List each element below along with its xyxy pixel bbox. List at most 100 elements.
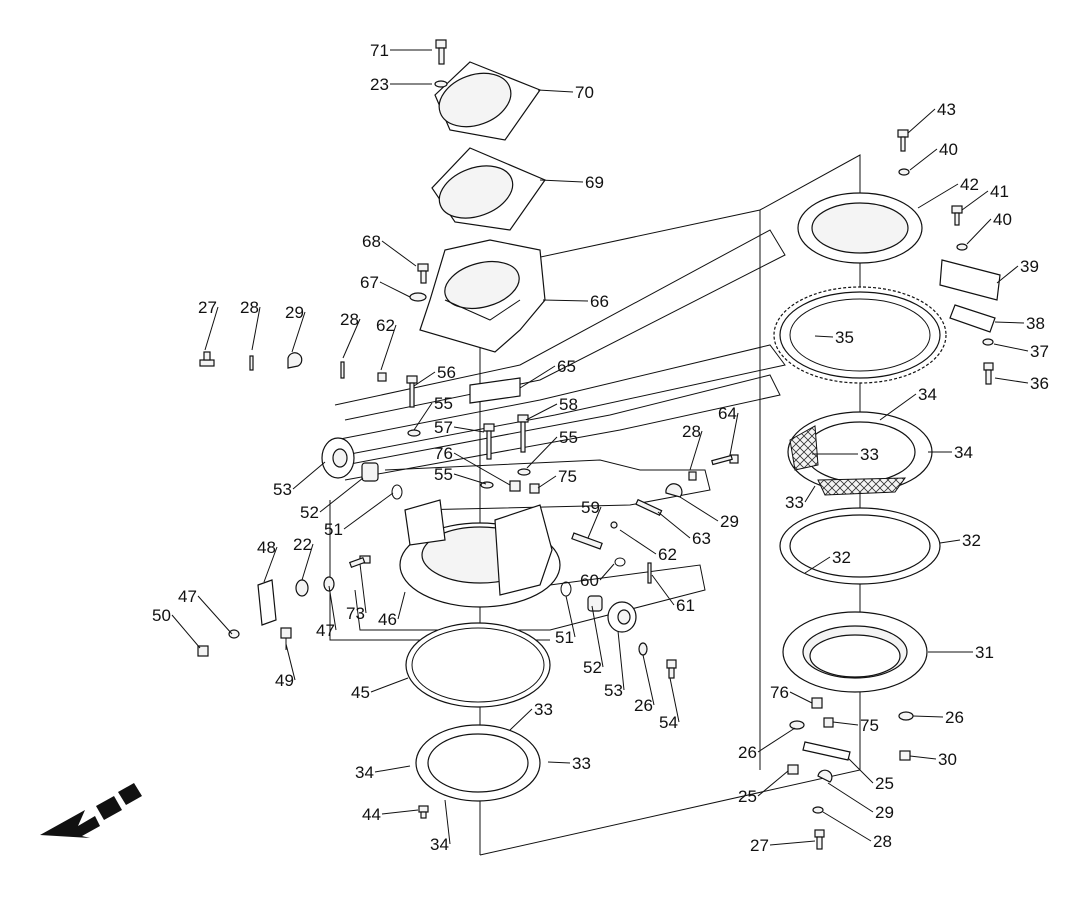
callout-leader-54: [669, 677, 680, 723]
callout-leader-40: [966, 218, 992, 245]
callout-label-55: 55: [434, 394, 453, 413]
callout-label-29: 29: [720, 512, 739, 531]
bushing-52-left: [361, 462, 379, 482]
callout-leader-47: [328, 585, 337, 631]
callout-label-40: 40: [939, 140, 958, 159]
callout-label-32: 32: [962, 531, 981, 550]
callout-label-33: 33: [785, 493, 804, 512]
callout-leader-62: [619, 529, 657, 555]
nut-25-right: [899, 750, 911, 761]
callout-leader-33: [547, 761, 571, 764]
callout-leader-60: [599, 563, 615, 581]
callout-leader-29: [827, 782, 874, 813]
bracket-65: [469, 377, 521, 404]
callout-label-76: 76: [770, 683, 789, 702]
callout-label-70: 70: [575, 83, 594, 102]
bracket-30: [802, 741, 851, 761]
bolt-73: [348, 555, 371, 568]
segment-ring-lower-left: [415, 724, 541, 802]
callout-leader-45: [370, 677, 409, 693]
callout-label-34: 34: [918, 385, 937, 404]
callout-leader-28: [342, 318, 361, 359]
callout-label-33: 33: [534, 700, 553, 719]
callout-leader-70: [537, 89, 574, 93]
callout-label-52: 52: [300, 503, 319, 522]
callout-label-62: 62: [376, 316, 395, 335]
callout-label-27: 27: [198, 298, 217, 317]
callout-label-40: 40: [993, 210, 1012, 229]
callout-label-58: 58: [559, 395, 578, 414]
callout-label-26: 26: [738, 743, 757, 762]
ring-60: [614, 557, 626, 567]
callout-label-68: 68: [362, 232, 381, 251]
cover-48: [257, 579, 277, 626]
callout-label-22: 22: [293, 535, 312, 554]
callout-leader-55: [526, 436, 558, 469]
washer-55-b: [517, 468, 531, 476]
callout-label-37: 37: [1030, 342, 1049, 361]
bushing-52-mid: [587, 595, 603, 612]
ring-45: [405, 622, 551, 708]
callout-leader-56: [413, 371, 436, 387]
callout-label-44: 44: [362, 805, 381, 824]
callout-leader-69: [539, 179, 584, 183]
pin-59: [571, 532, 603, 550]
callout-leader-36: [994, 377, 1029, 384]
callout-label-38: 38: [1026, 314, 1045, 333]
callout-label-34: 34: [954, 443, 973, 462]
callout-leader-67: [379, 281, 411, 298]
callout-leader-68: [381, 240, 417, 267]
callout-leader-28: [689, 430, 703, 471]
callout-label-61: 61: [676, 596, 695, 615]
callout-leader-46: [397, 591, 406, 620]
fitting-76-bottom: [811, 697, 823, 709]
callout-label-23: 23: [370, 75, 389, 94]
bolt-27-left: [199, 351, 215, 367]
pin-63: [635, 498, 663, 517]
callout-label-32: 32: [832, 548, 851, 567]
bolt-41: [951, 205, 963, 226]
bolt-54: [666, 659, 677, 679]
callout-label-26: 26: [634, 696, 653, 715]
ring-51-left: [391, 484, 403, 500]
callout-leader-22: [301, 543, 314, 581]
callout-leader-43: [907, 108, 936, 134]
callout-leader-34: [374, 765, 411, 773]
callout-leader-59: [587, 506, 602, 539]
assembly-frame-lines: [329, 154, 861, 856]
segment-ring-upper-right: [787, 411, 933, 496]
callout-label-36: 36: [1030, 374, 1049, 393]
callout-leader-30: [909, 755, 937, 760]
callout-label-28: 28: [240, 298, 259, 317]
callout-label-52: 52: [583, 658, 602, 677]
flange-bearing-53-mid: [607, 601, 637, 633]
nut-25-left: [787, 764, 799, 775]
ring-51-mid: [560, 581, 572, 597]
callout-label-31: 31: [975, 643, 994, 662]
bolt-36: [983, 362, 994, 385]
callout-label-64: 64: [718, 404, 737, 423]
washer-37: [982, 338, 994, 346]
callout-label-55: 55: [559, 428, 578, 447]
callout-label-28: 28: [340, 310, 359, 329]
clamp-29-mid: [665, 483, 683, 498]
callout-label-62: 62: [658, 545, 677, 564]
washer-26-mid: [638, 642, 648, 656]
washer-40-right: [956, 243, 968, 251]
callout-leader-29: [679, 496, 719, 522]
callout-leader-51: [343, 492, 394, 530]
fitting-76-top: [509, 480, 521, 492]
callout-label-65: 65: [557, 357, 576, 376]
washer-40-top: [898, 168, 910, 176]
bolt-27-bottom: [814, 829, 825, 850]
callout-leader-27: [204, 306, 219, 351]
callout-label-28: 28: [682, 422, 701, 441]
callout-leader-28: [822, 811, 872, 842]
pin-28-left: [249, 355, 254, 371]
callout-leader-76: [789, 691, 813, 704]
bolt-44: [418, 805, 429, 819]
callout-label-55: 55: [434, 465, 453, 484]
callout-label-73: 73: [346, 604, 365, 623]
callout-label-26: 26: [945, 708, 964, 727]
